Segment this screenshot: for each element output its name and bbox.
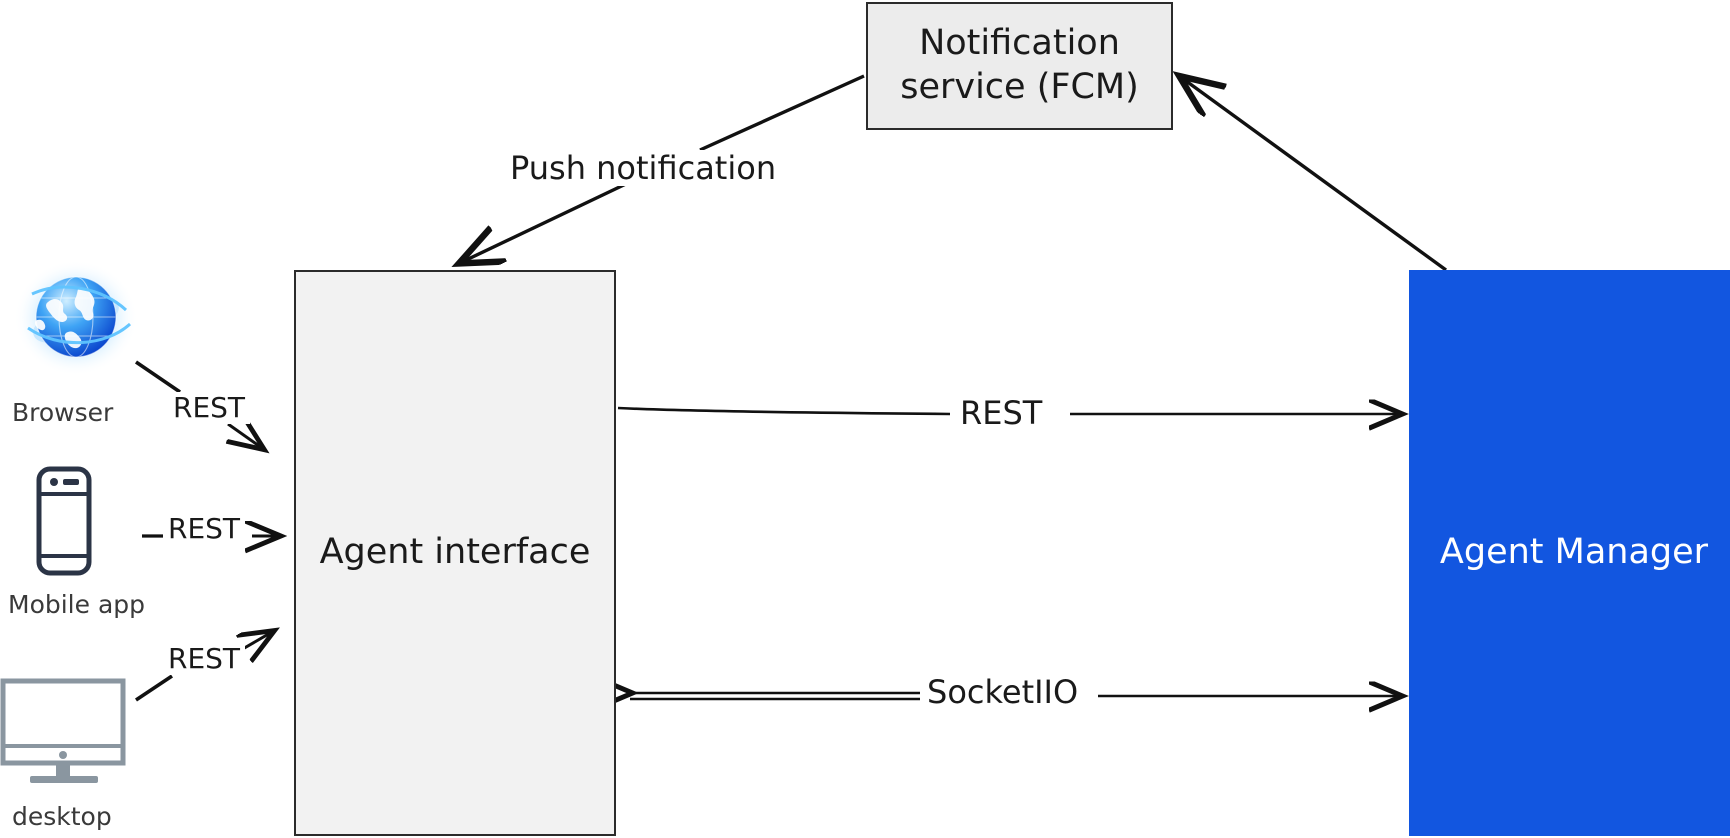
node-notification-service[interactable]: Notification service (FCM) (866, 2, 1173, 130)
caption-desktop: desktop (12, 802, 112, 831)
agent-manager-label: Agent Manager (1439, 532, 1709, 573)
edge-push-notification (462, 74, 865, 262)
edge-label-socketio: SocketIIO (922, 674, 1084, 710)
agent-interface-label: Agent interface (319, 532, 591, 573)
node-agent-interface[interactable]: Agent interface (294, 270, 616, 836)
caption-browser: Browser (12, 398, 114, 427)
edge-interface-manager-socketio (630, 693, 1400, 699)
edge-manager-to-notification (1182, 78, 1447, 272)
notification-service-line-2: service (FCM) (900, 67, 1139, 107)
edge-label-push-notification: Push notification (505, 150, 782, 186)
notification-service-line-1: Notification (919, 23, 1120, 64)
caption-mobile-app: Mobile app (8, 590, 146, 619)
edge-label-rest-browser: REST (168, 392, 251, 424)
edge-label-rest-mobile: REST (163, 513, 246, 545)
edge-label-rest-interface-manager: REST (955, 395, 1048, 431)
edge-label-rest-desktop: REST (163, 643, 246, 675)
edge-interface-to-manager-rest (617, 408, 1400, 414)
globe-icon (14, 258, 139, 376)
mobile-phone-icon (36, 466, 92, 576)
node-agent-manager[interactable]: Agent Manager (1409, 270, 1730, 836)
edge-browser-rest (134, 360, 262, 448)
desktop-monitor-icon (0, 678, 128, 788)
